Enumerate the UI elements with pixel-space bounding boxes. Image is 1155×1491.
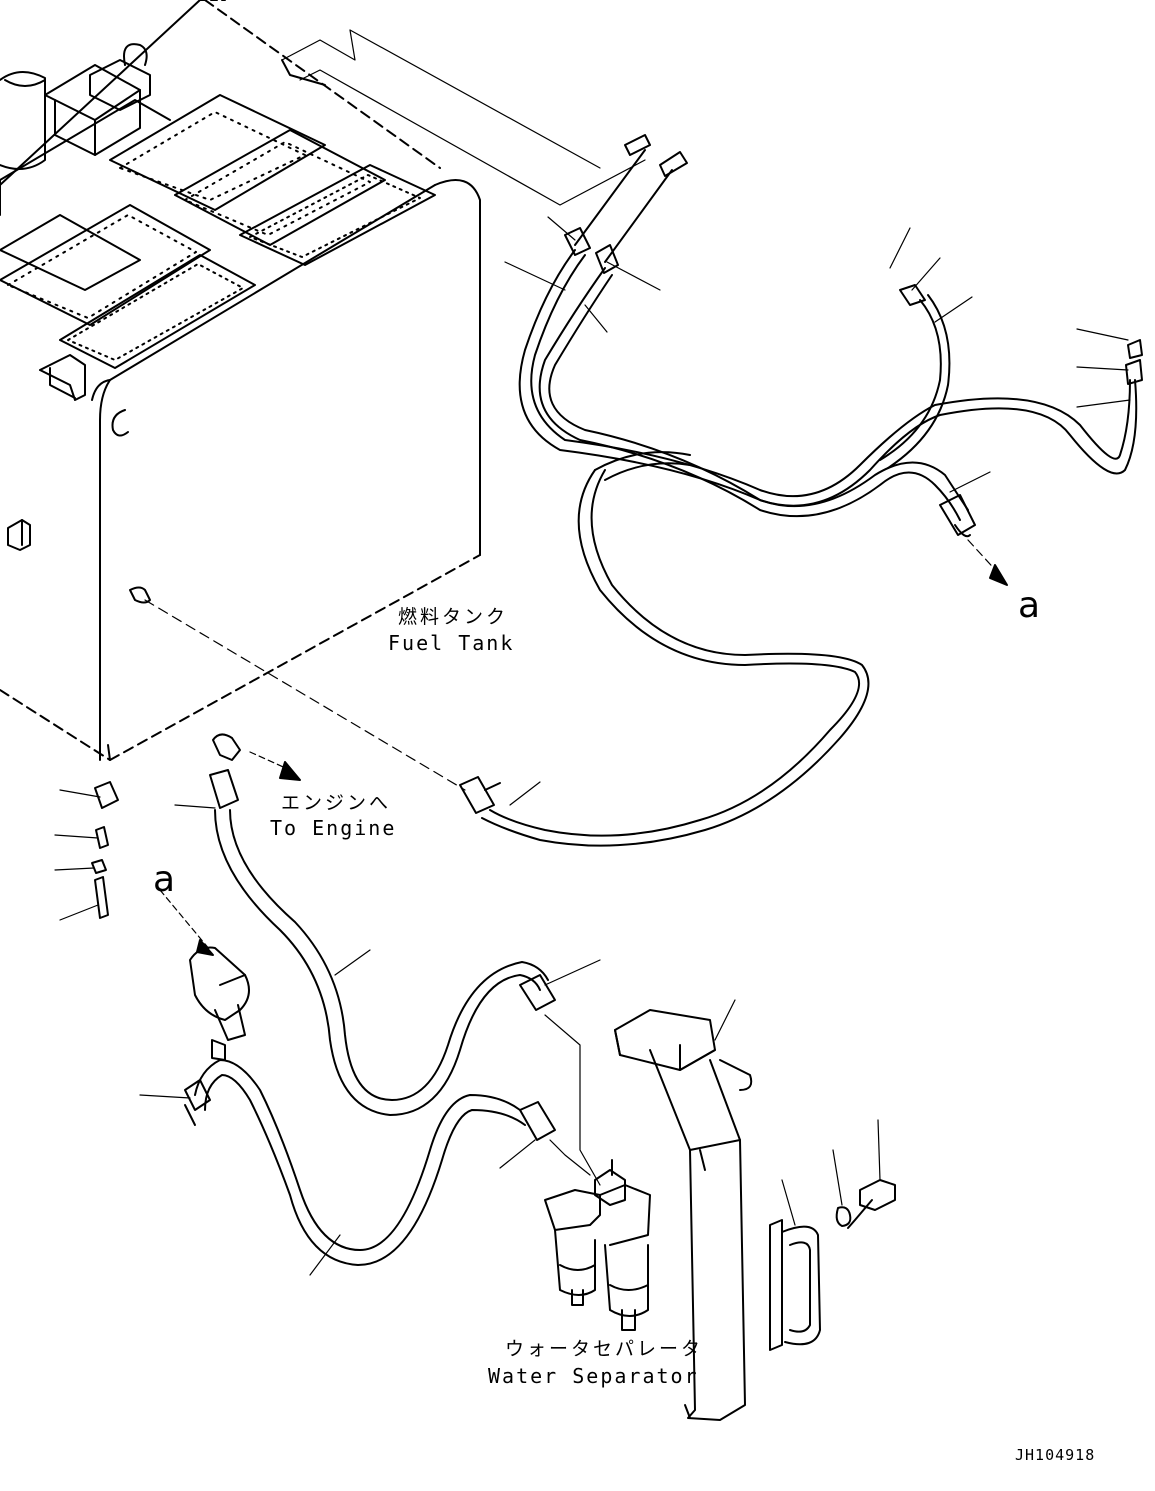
to-engine-label-jp: エンジンへ: [281, 792, 392, 814]
water-separator-label-en: Water Separator: [488, 1364, 699, 1388]
mounting-bracket: [614, 1009, 753, 1421]
to-engine-label-en: To Engine: [270, 816, 397, 840]
water-separator: [544, 1159, 651, 1331]
lower-hoses: [159, 733, 601, 1266]
fuel-tank-label-en: Fuel Tank: [388, 631, 515, 655]
clamp-parts: [91, 781, 119, 919]
leader-lines: [54, 216, 1131, 1276]
drawing-code: JH104918: [1015, 1446, 1096, 1464]
handle-and-bolt: [769, 1179, 896, 1351]
fuel-tank: [0, 0, 646, 761]
reference-a-left: a: [153, 859, 176, 900]
fuel-tank-label-jp: 燃料タンク: [398, 606, 509, 628]
water-separator-label-jp: ウォータセパレータ: [505, 1338, 704, 1360]
tank-hoses: [144, 134, 1143, 847]
reference-a-top: a: [1018, 585, 1041, 626]
